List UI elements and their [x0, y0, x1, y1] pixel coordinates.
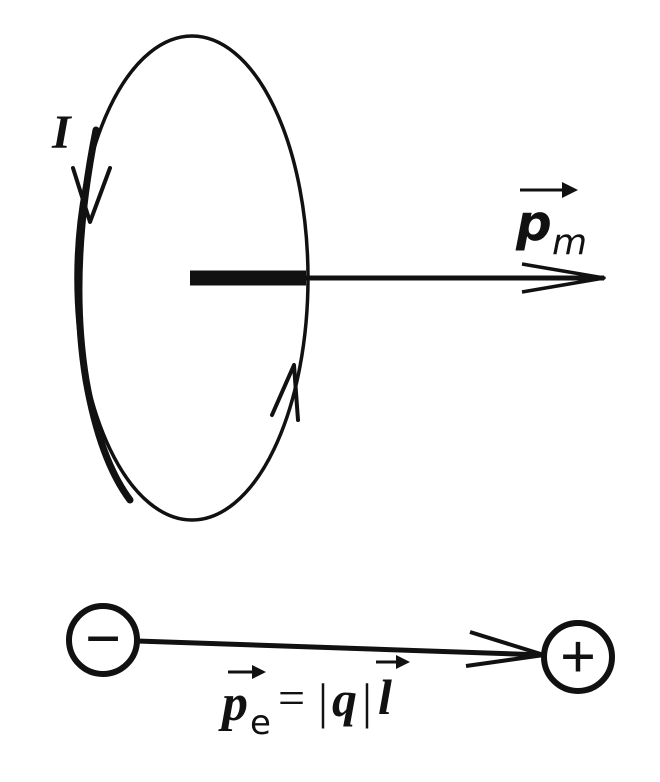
- current-label: I: [51, 106, 73, 159]
- negative-charge-circle: [66, 603, 140, 677]
- magnetic-moment-arrowhead-icon: [521, 262, 606, 294]
- magnetic-moment-subscript: m: [552, 222, 587, 263]
- abs-bar-left: |: [318, 673, 328, 729]
- electric-dipole-arrowhead-icon: [465, 630, 546, 668]
- electric-dipole-shaft: [136, 638, 545, 658]
- l-vector-arrow-icon: [396, 655, 410, 669]
- p-vector-arrow-icon: [252, 665, 266, 679]
- length-symbol: l: [378, 669, 392, 725]
- positive-charge-sign: +: [560, 621, 596, 692]
- magnetic-moment-label: p m: [515, 182, 587, 263]
- electric-moment-subscript: e: [250, 703, 271, 743]
- current-arrow-up-icon: [270, 363, 300, 422]
- vector-over-arrow-icon: [562, 182, 578, 198]
- electric-dipole: − + p e = | q | l: [66, 603, 615, 743]
- current-arrow-down-icon: [71, 166, 112, 224]
- charge-symbol: q: [332, 671, 357, 727]
- abs-bar-right: |: [362, 673, 372, 729]
- electric-moment-formula: p e = | q | l: [218, 655, 410, 743]
- magnetic-moment-vector: p m: [190, 182, 606, 294]
- magnetic-moment-symbol: p: [515, 194, 552, 252]
- equals-sign: =: [278, 672, 305, 725]
- electric-moment-symbol: p: [218, 675, 248, 732]
- negative-charge-sign: −: [85, 603, 121, 674]
